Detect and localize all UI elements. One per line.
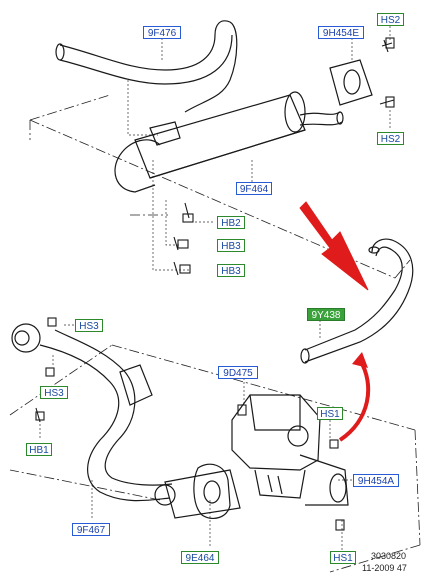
callout-hs1-upper: HS1 — [317, 407, 343, 420]
callout-hb2: HB2 — [217, 216, 245, 229]
callout-9h454e: 9H454E — [318, 26, 364, 39]
callout-hs2-top: HS2 — [377, 13, 404, 26]
gasket — [193, 463, 231, 519]
callout-9f476: 9F476 — [143, 26, 181, 39]
callout-9f464: 9F464 — [236, 182, 272, 195]
callout-hb3-upper: HB3 — [217, 239, 245, 252]
callout-hs3-upper: HS3 — [75, 319, 103, 332]
assembly-boundary — [9, 94, 421, 573]
callout-hs3-lower: HS3 — [40, 386, 68, 399]
callout-9y438-highlighted: 9Y438 — [307, 308, 345, 321]
red-arrows — [299, 201, 371, 442]
callout-9f467: 9F467 — [72, 523, 110, 536]
callout-9h454a: 9H454A — [353, 474, 399, 487]
callout-hb1: HB1 — [26, 443, 52, 456]
callout-9e464: 9E464 — [181, 551, 219, 564]
egr-cooler — [114, 59, 373, 193]
diagram-date: 11-2009 47 — [362, 563, 407, 573]
callout-hs2-bottom: HS2 — [377, 132, 404, 145]
egr-valve — [231, 394, 349, 506]
leader-lines — [39, 26, 391, 550]
coolant-pipe-9y438 — [300, 238, 414, 364]
coolant-pipe-upper — [55, 20, 238, 113]
callout-hb3-lower: HB3 — [217, 264, 245, 277]
callout-9d475: 9D475 — [218, 366, 258, 379]
red-curved-arrow — [338, 358, 371, 442]
bolts — [35, 37, 395, 531]
callout-hs1-lower: HS1 — [330, 551, 356, 564]
diagram-code: 3030820 — [371, 551, 407, 561]
exhaust-pipe — [11, 323, 241, 519]
red-pointer-arrow — [299, 201, 369, 291]
